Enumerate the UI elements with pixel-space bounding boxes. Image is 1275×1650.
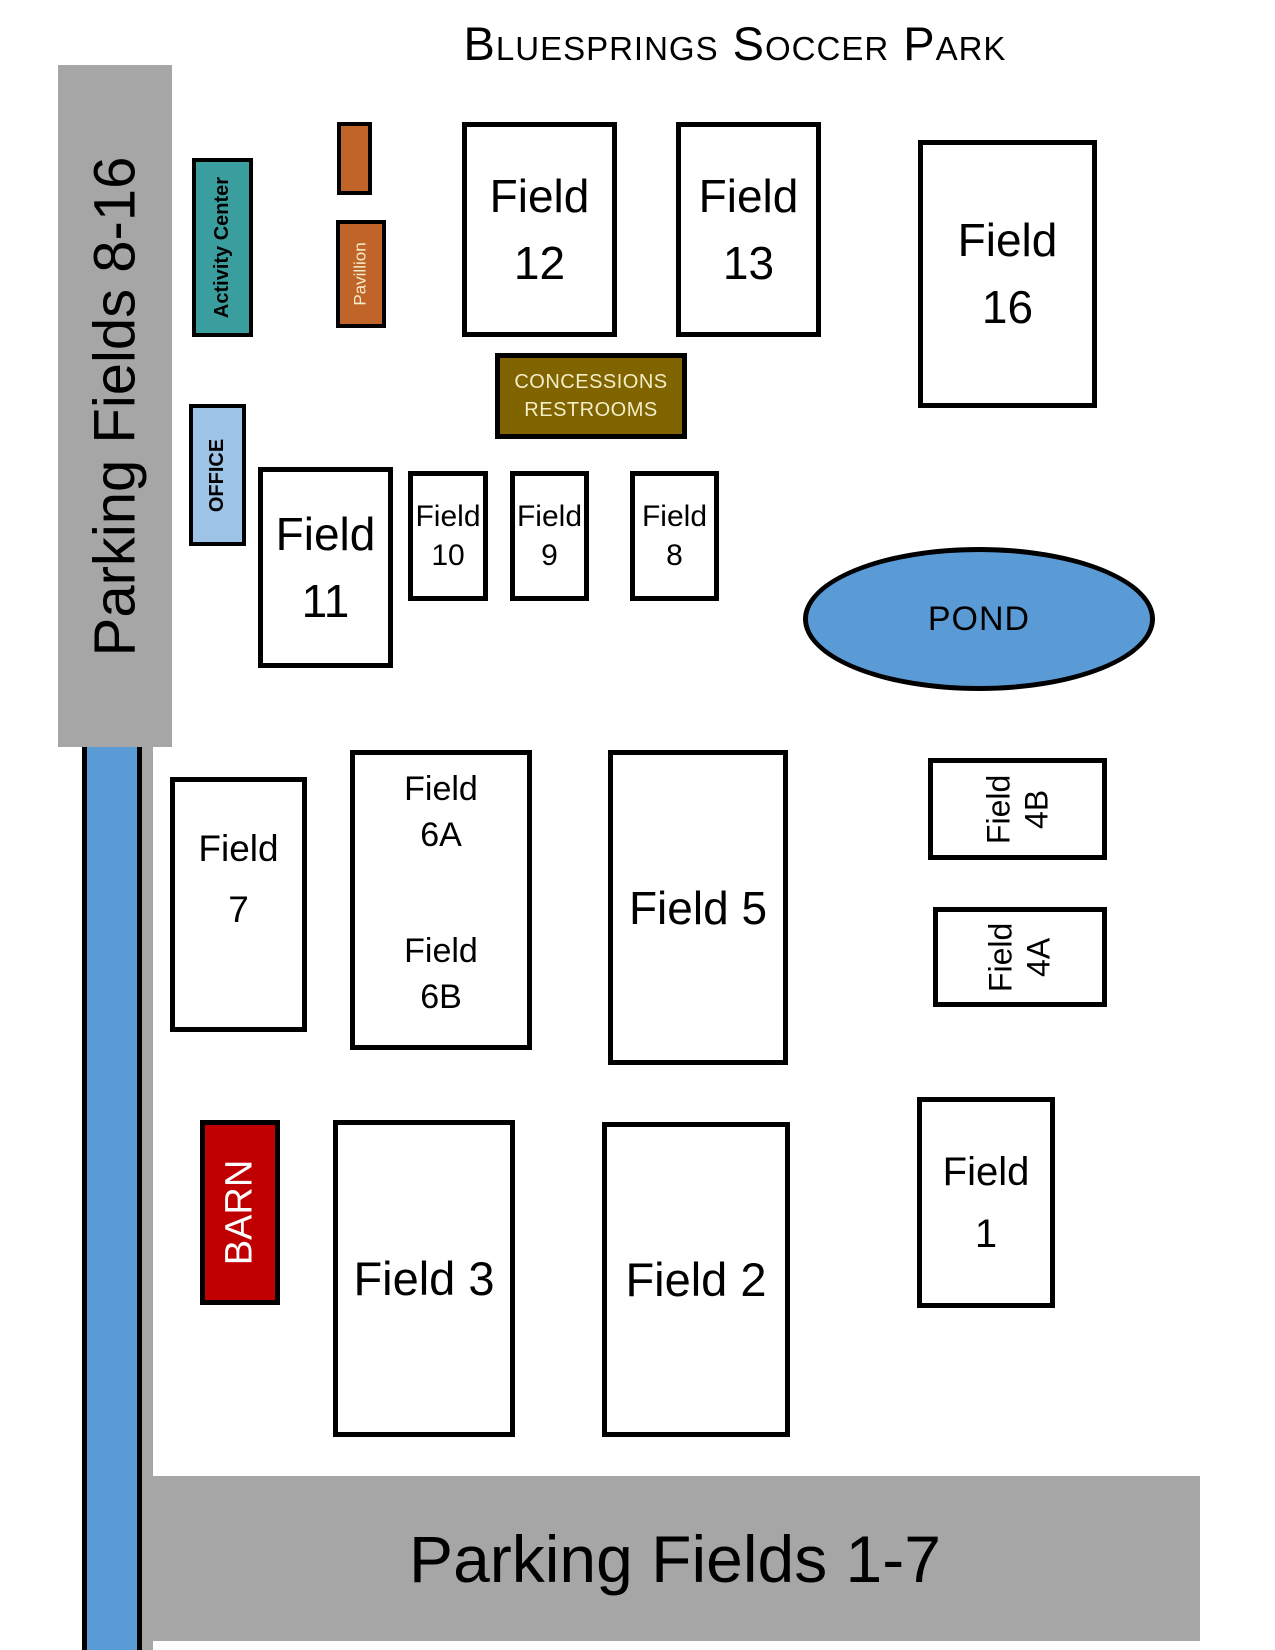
field-4b: Field 4B (928, 758, 1107, 860)
field-3-label: Field 3 (353, 1252, 495, 1305)
field-11: Field 11 (258, 467, 393, 668)
field-5-label: Field 5 (628, 881, 768, 934)
field-13-label: Field 13 (698, 169, 799, 289)
field-1-label: Field 1 (942, 1149, 1030, 1256)
field-4b-label: Field 4B (980, 774, 1055, 844)
field-3: Field 3 (333, 1120, 515, 1437)
pond-shape: POND (803, 547, 1155, 691)
field-2: Field 2 (602, 1122, 790, 1437)
field-5: Field 5 (608, 750, 788, 1065)
concessions-building: CONCESSIONS RESTROOMS (495, 353, 687, 439)
field-13: Field 13 (676, 122, 821, 337)
field-4a-label: Field 4A (982, 922, 1057, 992)
concessions-label: CONCESSIONS (514, 371, 668, 393)
parking-fields-8-16-bar: Parking Fields 8-16 (58, 65, 172, 747)
field-6a-label: Field 6A (404, 770, 478, 854)
page-title: Bluesprings Soccer Park (463, 17, 1007, 70)
field-2-label: Field 2 (625, 1253, 767, 1306)
office-label: OFFICE (206, 438, 228, 512)
field-10-label: Field 10 (415, 500, 481, 572)
field-10: Field 10 (408, 471, 488, 601)
field-12: Field 12 (462, 122, 617, 337)
field-8-label: Field 8 (641, 500, 708, 572)
pavillion-building: Pavillion (336, 220, 386, 328)
barn-building: BARN (200, 1120, 280, 1305)
parking-fields-1-7-bar: Parking Fields 1-7 (150, 1476, 1200, 1641)
field-6: Field 6A Field 6B (350, 750, 532, 1050)
parking-fields-8-16-label: Parking Fields 8-16 (82, 156, 148, 656)
field-11-label: Field 11 (275, 507, 376, 627)
field-9-label: Field 9 (516, 500, 583, 572)
activity-center-label: Activity Center (211, 176, 233, 319)
restrooms-label: RESTROOMS (524, 399, 658, 421)
field-9: Field 9 (510, 471, 589, 601)
barn-label: BARN (218, 1159, 261, 1266)
access-road (82, 745, 142, 1650)
field-7: Field 7 (170, 777, 307, 1032)
field-4a: Field 4A (933, 907, 1107, 1007)
field-16: Field 16 (918, 140, 1097, 408)
activity-center-building: Activity Center (192, 158, 253, 337)
road-side-strip (142, 747, 153, 1650)
field-1: Field 1 (917, 1097, 1055, 1308)
pavillion-small-building (337, 122, 372, 195)
field-6b-label: Field 6B (404, 932, 478, 1017)
office-building: OFFICE (189, 404, 246, 546)
field-8: Field 8 (630, 471, 719, 601)
parking-fields-1-7-label: Parking Fields 1-7 (409, 1521, 941, 1596)
field-16-label: Field 16 (957, 214, 1058, 333)
pavillion-label: Pavillion (351, 242, 370, 306)
field-12-label: Field 12 (489, 169, 590, 289)
field-7-label: Field 7 (198, 828, 279, 931)
pond-label: POND (927, 599, 1031, 638)
